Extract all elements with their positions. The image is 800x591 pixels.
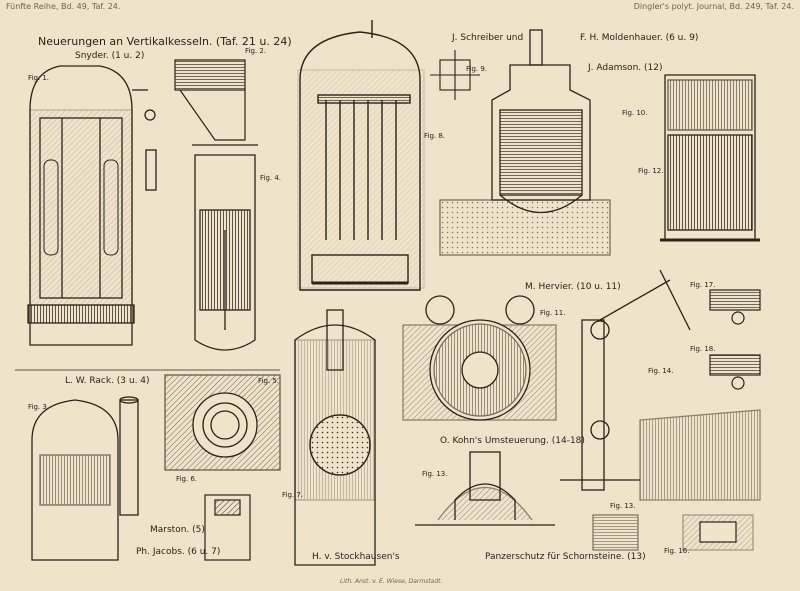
fig-label-12: Fig. 12. [638,167,664,175]
fig18-drawing [709,354,761,390]
caption-snyder: Snyder. (1 u. 2) [75,51,145,61]
lithographer-signature: Lith. Anst. v. E. Wiese, Darmstadt. [340,578,443,585]
fig-label-3: Fig. 3. [28,403,50,411]
plate-title: Neuerungen an Vertikalkesseln. (Taf. 21 … [38,35,292,48]
fig-label-17: Fig. 17. [690,281,716,289]
fig5-drawing [164,374,281,471]
fig8-drawing [297,20,425,291]
fig-label-13b: Fig. 13. [610,502,636,510]
fig2-drawing [174,59,246,141]
caption-schreiber: J. Schreiber und [452,33,524,43]
fig14-drawing [560,269,761,501]
caption-jacobs: Ph. Jacobs. (6 u. 7) [136,547,221,557]
caption-adamson: J. Adamson. (12) [588,63,663,73]
fig-label-2: Fig. 2. [245,47,267,55]
fig-label-8: Fig. 8. [424,132,446,140]
fig1-drawing [27,65,157,346]
caption-panzerschutz: Panzerschutz für Schornsteine. (13) [485,552,646,562]
fig-label-11: Fig. 11. [540,309,566,317]
fig9-drawing [430,50,480,100]
fig-label-9: Fig. 9. [466,65,488,73]
fig-label-4: Fig. 4. [260,174,282,182]
fig-label-16: Fig. 16. [664,547,690,555]
fig-label-5: Fig. 5. [258,377,280,385]
fig-label-1: Fig. 1. [28,74,50,82]
fig15-drawing [592,514,639,551]
caption-stockhausen: H. v. Stockhausen's [312,552,400,562]
caption-kohn: O. Kohn's Umsteuerung. (14-18) [440,436,585,446]
header-left: Fünfte Reihe, Bd. 49, Taf. 24. [6,2,121,11]
fig11-drawing [402,295,557,421]
caption-marston: Marston. (5) [150,525,205,535]
caption-moldenhauer: F. H. Moldenhauer. (6 u. 9) [580,33,699,43]
fig16-drawing [682,514,754,551]
fig-label-18: Fig. 18. [690,345,716,353]
header-right: Dingler's polyt. Journal, Bd. 249, Taf. … [633,2,794,11]
fig-label-14: Fig. 14. [648,367,674,375]
fig3-drawing [31,396,139,561]
fig7-drawing [294,309,376,566]
caption-hervier: M. Hervier. (10 u. 11) [525,282,621,292]
fig12-drawing [660,74,760,242]
fig4-drawing [192,144,258,351]
fig10-drawing [439,29,611,256]
fig6-drawing [204,494,251,561]
fig17-drawing [709,289,761,325]
fig13-drawing [415,451,555,526]
fig-label-10: Fig. 10. [622,109,648,117]
fig-label-6: Fig. 6. [176,475,198,483]
fig-label-13a: Fig. 13. [422,470,448,478]
fig-label-7: Fig. 7. [282,491,304,499]
caption-rack: L. W. Rack. (3 u. 4) [65,376,150,386]
